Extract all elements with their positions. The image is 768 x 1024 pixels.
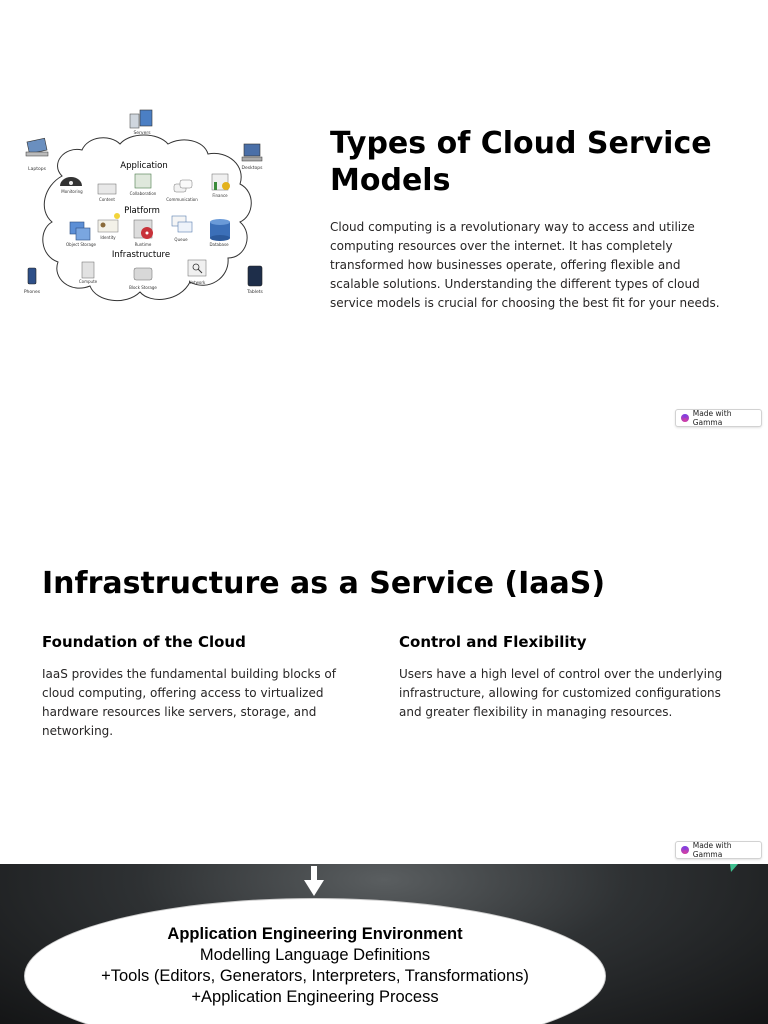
slide-intro-text: Cloud computing is a revolutionary way t… (330, 220, 720, 310)
object-storage-label: Object Storage (66, 242, 96, 247)
content-icon (97, 183, 117, 195)
desktop-icon (241, 143, 263, 162)
environment-line: +Tools (Editors, Generators, Interpreter… (101, 967, 529, 985)
monitoring-icon (60, 177, 82, 186)
desktops-label: Desktops (242, 165, 264, 171)
column-heading: Foundation of the Cloud (42, 633, 246, 651)
environment-text: Application Engineering Environment Mode… (24, 924, 606, 1008)
laptop-icon (25, 137, 49, 157)
database-icon (210, 219, 230, 241)
network-icon (187, 259, 207, 277)
identity-label: Identity (100, 235, 116, 240)
tablet-icon (247, 265, 263, 287)
column-heading: Control and Flexibility (399, 633, 587, 651)
environment-line: Modelling Language Definitions (199, 946, 431, 964)
slide-iaas: Infrastructure as a Service (IaaS) Found… (0, 432, 768, 864)
monitoring-label: Monitoring (61, 189, 83, 194)
finance-label: Finance (212, 193, 228, 198)
phones-label: Phones (24, 289, 41, 295)
gamma-logo-icon (681, 846, 689, 854)
identity-icon (97, 213, 120, 233)
column-body: IaaS provides the fundamental building b… (42, 667, 336, 738)
slide-title: Types of Cloud Service Models (330, 126, 712, 198)
servers-icon (129, 109, 153, 129)
slide-cloud-service-models: Servers Laptops Desktops Phones Tablets … (0, 0, 768, 432)
phone-icon (27, 267, 37, 285)
object-storage-icon (69, 221, 91, 241)
finance-icon (211, 173, 230, 191)
collaboration-label: Collaboration (130, 191, 157, 196)
environment-line: +Application Engineering Process (191, 988, 439, 1006)
made-with-gamma-badge[interactable]: Made with Gamma (675, 841, 762, 859)
collaboration-icon (134, 173, 152, 189)
compute-label: Compute (79, 279, 98, 284)
badge-label: Made with Gamma (692, 841, 732, 859)
column-body: Users have a high level of control over … (399, 667, 723, 719)
network-label: Network (189, 280, 206, 285)
slide-title: Infrastructure as a Service (IaaS) (42, 566, 606, 601)
slide-application-engineering: Application Engineering Environment Mode… (0, 864, 768, 1024)
platform-layer-label: Platform (124, 206, 160, 216)
queue-label: Queue (174, 237, 188, 242)
environment-title: Application Engineering Environment (167, 925, 463, 943)
badge-label: Made with Gamma (692, 409, 732, 427)
communication-icon (173, 179, 193, 193)
block-storage-icon (133, 267, 153, 281)
tablets-label: Tablets (246, 289, 263, 295)
database-label: Database (209, 242, 229, 247)
queue-icon (171, 215, 193, 233)
servers-label: Servers (133, 130, 151, 136)
communication-label: Communication (166, 197, 198, 202)
runtime-label: Runtime (135, 242, 152, 247)
environment-ellipse (24, 898, 606, 1024)
corner-mark-icon (730, 864, 738, 872)
compute-icon (81, 261, 95, 279)
runtime-icon (133, 219, 153, 239)
content-label: Content (99, 197, 115, 202)
cloud-computing-diagram: Servers Laptops Desktops Phones Tablets … (24, 109, 264, 302)
laptops-label: Laptops (28, 166, 46, 172)
application-layer-label: Application (120, 161, 168, 171)
gamma-logo-icon (681, 414, 689, 422)
infrastructure-layer-label: Infrastructure (112, 250, 170, 260)
block-storage-label: Block Storage (129, 285, 157, 290)
made-with-gamma-badge[interactable]: Made with Gamma (675, 409, 762, 427)
down-arrow-icon (304, 866, 324, 896)
